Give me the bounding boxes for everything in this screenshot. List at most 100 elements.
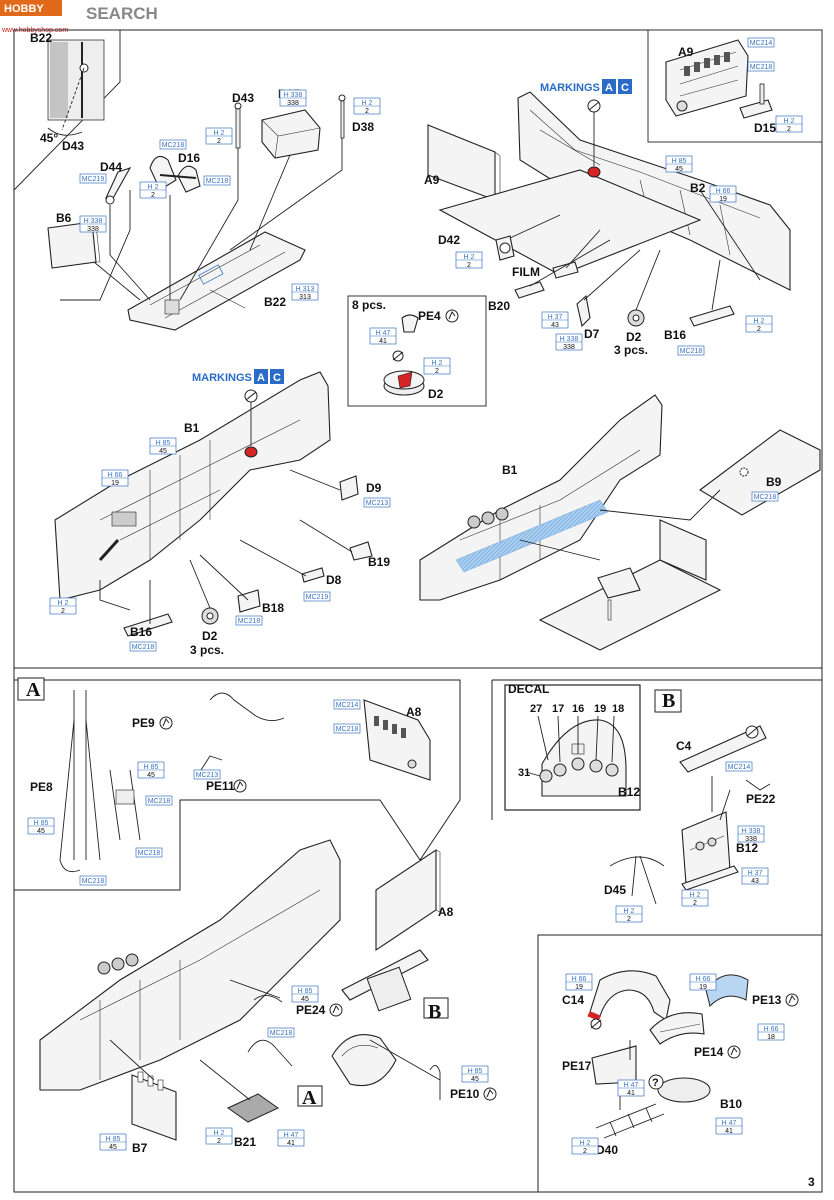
paint-number: 45 [675,166,683,173]
paint-number: 45 [109,1144,117,1151]
paint-callout: MC218 [235,615,263,626]
part-b2: B2 [690,181,706,195]
paint-number: 45 [159,448,167,455]
part-d44: D44 [100,160,122,174]
part-c4: C4 [676,739,692,753]
paint-code: MC218 [206,178,229,185]
paint-code: H 85 [34,820,49,827]
paint-callout: MC218 [159,139,187,150]
inset-b22-angle: B22 45° D43 [13,29,121,191]
paint-number: 2 [435,368,439,375]
paint-callout: H 22 [681,889,709,907]
paint-number: 2 [217,138,221,145]
inset-section-a [14,677,461,891]
part-pe14: PE14 [694,1045,724,1059]
paint-code: MC218 [750,64,773,71]
paint-code: H 47 [722,1120,737,1127]
logo-text: SEARCH [86,4,158,23]
paint-number: 43 [551,322,559,329]
paint-code: H 66 [716,188,731,195]
markings-label-top: MARKINGS [540,82,600,94]
part-pe13: PE13 [752,993,782,1007]
page-frame [13,29,823,1193]
paint-number: 338 [745,836,757,843]
paint-code: MC218 [82,878,105,885]
paint-code: H 66 [764,1026,779,1033]
paint-code: MC218 [754,494,777,501]
decal-17: 17 [552,703,564,715]
paint-number: 338 [563,344,575,351]
paint-number: 43 [751,878,759,885]
paint-code: H 85 [298,988,313,995]
paint-code: MC219 [306,594,329,601]
section-a-callout [297,997,449,1107]
angle-label: 45° [40,131,58,145]
paint-code: H 338 [84,218,103,225]
part-pe17: PE17 [562,1059,592,1073]
paint-callout: H 22 [745,315,773,333]
paint-number: 2 [693,900,697,907]
part-pe10: PE10 [450,1087,480,1101]
paint-code: H 313 [296,286,315,293]
markings-top: MARKINGS A C [540,79,632,94]
paint-code: H 37 [548,314,563,321]
part-b19: B19 [368,555,390,569]
paint-number: 19 [699,984,707,991]
paint-callout: MC214 [725,761,753,772]
paint-code: MC218 [132,644,155,651]
decal-27: 27 [530,703,542,715]
part-d9: D9 [366,481,382,495]
paint-code: H 37 [748,870,763,877]
paint-code: MC218 [270,1030,293,1037]
paint-code: H 2 [690,892,701,899]
paint-number: 2 [217,1138,221,1145]
paint-number: 2 [467,262,471,269]
paint-number: 41 [379,338,387,345]
paint-number: 45 [147,772,155,779]
markings-label-mid: MARKINGS [192,372,252,384]
paint-callout: MC214 [333,699,361,710]
paint-code: MC218 [238,618,261,625]
paint-callout: H 22 [139,181,167,199]
paint-code: H 85 [106,1136,121,1143]
part-b16b: B16 [130,625,152,639]
paint-number: 2 [583,1148,587,1155]
part-b22-top: B22 [30,31,52,45]
part-b6: B6 [56,211,72,225]
paint-code: H 66 [696,976,711,983]
paint-number: 19 [575,984,583,991]
paint-callout: MC218 [79,875,107,886]
paint-number: 18 [767,1034,775,1041]
paint-code: H 66 [572,976,587,983]
step-b2-assembly [427,91,791,328]
marking-code-a-top: A [605,82,613,94]
decal-19: 19 [594,703,606,715]
paint-code: MC218 [336,726,359,733]
section-a-label: A [26,679,41,701]
paint-code: MC213 [196,772,219,779]
paint-callout: H 22 [571,1137,599,1155]
part-b1b: B1 [502,463,518,477]
part-a8-inset: A8 [406,705,422,719]
paint-code: H 2 [432,360,443,367]
paint-callout: MC218 [129,641,157,652]
paint-code: H 85 [672,158,687,165]
part-b22: B22 [264,295,286,309]
film-label: FILM [512,265,540,279]
paint-callout: H 22 [455,251,483,269]
part-b12: B12 [736,841,758,855]
part-d43-inset: D43 [62,139,84,153]
part-d40: D40 [596,1143,618,1157]
paint-number: 19 [111,480,119,487]
part-a9: A9 [424,173,440,187]
paint-code: H 2 [214,130,225,137]
